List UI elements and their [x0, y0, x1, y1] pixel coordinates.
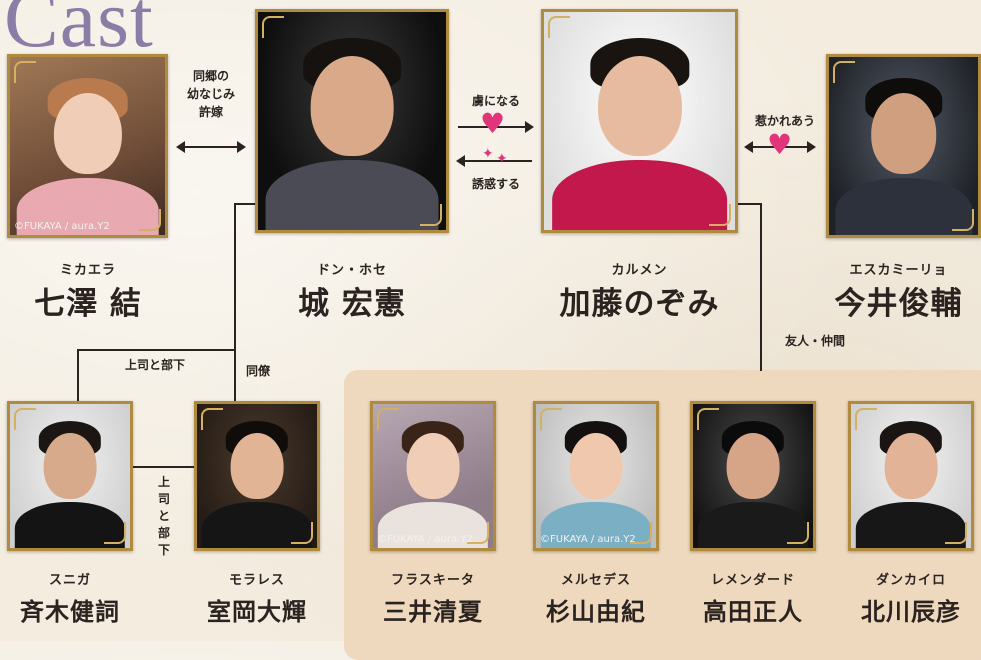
portrait-carmen	[541, 9, 738, 233]
photo-credit: ©FUKAYA / aura.Y2	[14, 221, 110, 232]
portrait-mercedes: ©FUKAYA / aura.Y2	[533, 401, 659, 551]
connector-line	[234, 203, 256, 205]
connector-line	[760, 203, 762, 371]
name-micaela: 七澤 結	[34, 286, 142, 322]
connector-line	[77, 349, 236, 351]
role-jose: ドン・ホセ	[316, 263, 387, 278]
portrait-jose	[255, 9, 449, 233]
connector-line	[234, 349, 236, 401]
portrait-morales	[194, 401, 320, 551]
name-carmen: 加藤のぞみ	[559, 286, 720, 322]
name-zuniga: 斉木健詞	[20, 597, 120, 626]
portrait-zuniga	[7, 401, 133, 551]
name-frasquita: 三井清夏	[383, 597, 483, 626]
role-micaela: ミカエラ	[59, 263, 116, 278]
name-escamillo: 今井俊輔	[834, 286, 963, 322]
role-escamillo: エスカミーリョ	[849, 263, 948, 278]
connector-line	[132, 466, 194, 468]
photo-credit: ©FUKAYA / aura.Y2	[540, 534, 636, 545]
page-title: Cast	[4, 0, 154, 64]
role-morales: モラレス	[228, 573, 285, 588]
name-jose: 城 宏憲	[298, 286, 406, 322]
portrait-escamillo	[826, 54, 981, 238]
relation-label-jose-to-carmen: 虜になる	[471, 94, 520, 108]
portrait-dancairo	[848, 401, 974, 551]
portrait-remendado	[690, 401, 816, 551]
role-zuniga: スニガ	[48, 573, 91, 588]
heart-icon: ♥	[480, 107, 506, 140]
photo-credit: ©FUKAYA / aura.Y2	[377, 534, 473, 545]
name-remendado: 高田正人	[703, 597, 803, 626]
connector-line	[738, 203, 762, 205]
relation-label-micaela-jose: 同郷の 幼なじみ 許嫁	[186, 69, 235, 119]
role-mercedes: メルセデス	[560, 573, 631, 588]
double-arrow-icon	[744, 141, 816, 153]
name-mercedes: 杉山由紀	[546, 597, 646, 626]
relation-label-carmen-escamillo: 惹かれあう	[754, 114, 815, 128]
role-carmen: カルメン	[611, 263, 668, 278]
role-frasquita: フラスキータ	[391, 573, 475, 588]
relation-label-friends: 友人・仲間	[784, 334, 845, 348]
sparkle-icon: ✦	[482, 146, 494, 162]
name-morales: 室岡大輝	[207, 597, 307, 626]
portrait-micaela: ©FUKAYA / aura.Y2	[7, 54, 168, 238]
connector-line	[77, 349, 79, 401]
name-dancairo: 北川辰彦	[861, 597, 961, 626]
left-arrow-icon	[456, 155, 532, 167]
portrait-frasquita: ©FUKAYA / aura.Y2	[370, 401, 496, 551]
relation-label-boss-subordinate-vertical: 上 司 と 部 下	[157, 475, 170, 557]
role-dancairo: ダンカイロ	[875, 573, 946, 588]
connector-line	[234, 203, 236, 349]
role-remendado: レメンダード	[710, 573, 795, 588]
right-arrow-icon	[458, 121, 534, 133]
relation-label-boss-subordinate: 上司と部下	[124, 358, 185, 372]
double-arrow-icon	[176, 141, 246, 153]
relation-label-colleague: 同僚	[245, 364, 270, 378]
heart-icon: ♥	[767, 128, 793, 161]
sparkle-icon: ✦	[496, 151, 508, 167]
relation-label-carmen-to-jose: 誘惑する	[471, 177, 520, 191]
